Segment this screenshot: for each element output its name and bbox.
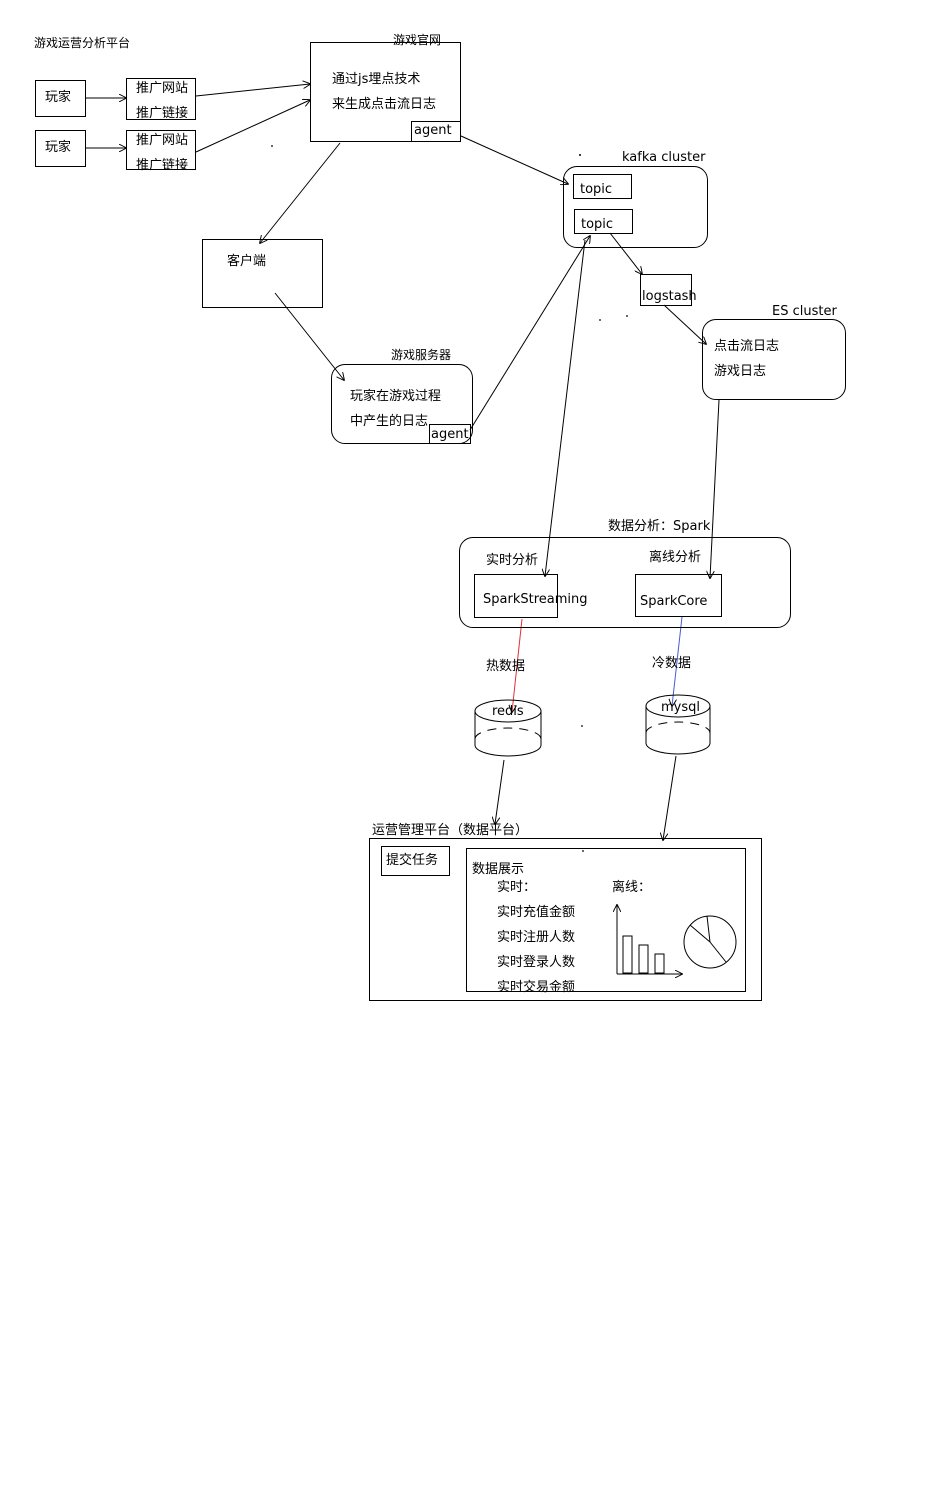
spark-title: 数据分析：Spark <box>608 519 711 534</box>
submit-task-label: 提交任务 <box>386 853 439 868</box>
hot-data-label: 热数据 <box>486 659 526 674</box>
ops-platform-box <box>369 838 762 1001</box>
realtime-heading: 实时： <box>497 880 537 895</box>
player-box-1 <box>35 80 86 117</box>
submit-task-button[interactable]: 提交任务 <box>381 846 450 876</box>
es-line2: 游戏日志 <box>714 364 767 379</box>
promo-link-1: 推广链接 <box>136 106 189 121</box>
ops-title: 运营管理平台（数据平台） <box>372 823 529 838</box>
arrow-promo1-website <box>195 84 310 97</box>
kafka-title: kafka cluster <box>622 150 706 165</box>
offline-heading: 离线： <box>612 880 652 895</box>
game-server-line1: 玩家在游戏过程 <box>350 389 442 404</box>
bar-2 <box>638 944 649 974</box>
server-agent-label: agent <box>431 427 469 442</box>
server-agent-box <box>429 424 471 444</box>
realtime-analysis-label: 实时分析 <box>486 553 539 568</box>
es-cluster-box <box>702 319 846 400</box>
arrow-es-sparkcore <box>710 399 720 578</box>
arrow-kafka-logstash <box>609 232 642 274</box>
kafka-topic-box-2 <box>574 209 633 234</box>
promo-site-2: 推广网站 <box>136 133 189 148</box>
game-server-box <box>331 364 473 444</box>
promo-box-1 <box>126 78 196 120</box>
sparkstreaming-label: SparkStreaming <box>483 592 588 607</box>
kafka-topic-1: topic <box>580 182 613 197</box>
kafka-topic-2: topic <box>581 217 614 232</box>
metric-recharge: 实时充值金额 <box>497 905 576 920</box>
redis-label: redis <box>492 704 524 719</box>
cold-data-label: 冷数据 <box>652 656 692 671</box>
offline-pie-chart-sketch <box>683 915 737 969</box>
page-title: 游戏运营分析平台 <box>34 36 131 50</box>
arrow-website-client <box>260 142 341 243</box>
client-box <box>202 239 323 308</box>
arrow-logstash-es <box>663 304 706 344</box>
mysql-cylinder <box>645 694 711 755</box>
promo-site-1: 推广网站 <box>136 81 189 96</box>
arrow-redis-ops <box>495 759 505 824</box>
website-box <box>310 42 461 142</box>
game-server-line2: 中产生的日志 <box>350 414 429 429</box>
es-title: ES cluster <box>772 304 837 319</box>
sparkcore-box <box>635 574 722 617</box>
arrow-agent-kafka <box>460 135 568 184</box>
offline-bar-chart-sketch <box>617 905 682 974</box>
mysql-label: mysql <box>661 700 700 715</box>
website-line1: 通过js埋点技术 <box>332 72 421 87</box>
spark-box <box>459 537 791 628</box>
es-line1: 点击流日志 <box>714 339 780 354</box>
player-label-1: 玩家 <box>45 90 72 105</box>
arrow-promo2-website <box>195 100 310 153</box>
website-agent-box <box>411 121 461 142</box>
hot-data-line <box>512 618 523 712</box>
logstash-label: logstash <box>642 289 697 304</box>
metric-registrations: 实时注册人数 <box>497 930 576 945</box>
kafka-topic-box-1 <box>573 174 632 199</box>
game-server-title: 游戏服务器 <box>391 348 452 362</box>
logstash-box <box>640 274 692 306</box>
arrow-server-agent-kafka <box>469 236 590 431</box>
sparkstreaming-box <box>474 574 558 618</box>
data-display-panel <box>466 848 746 992</box>
website-agent-label: agent <box>414 123 452 138</box>
bar-1 <box>622 935 633 974</box>
website-title: 游戏官网 <box>393 33 442 47</box>
sparkcore-label: SparkCore <box>640 594 708 609</box>
data-display-title: 数据展示 <box>472 862 525 877</box>
promo-box-2 <box>126 130 196 170</box>
bar-3 <box>654 953 665 974</box>
redis-cylinder <box>474 699 542 757</box>
promo-link-2: 推广链接 <box>136 158 189 173</box>
offline-analysis-label: 离线分析 <box>649 550 702 565</box>
arrow-mysql-ops <box>663 755 677 840</box>
website-line2: 来生成点击流日志 <box>332 97 437 112</box>
client-label: 客户端 <box>227 254 267 269</box>
cold-data-line <box>672 616 683 706</box>
player-box-2 <box>35 130 86 167</box>
player-label-2: 玩家 <box>45 140 72 155</box>
metric-logins: 实时登录人数 <box>497 955 576 970</box>
kafka-cluster-box <box>563 166 708 248</box>
metric-transactions: 实时交易金额 <box>497 980 576 995</box>
arrow-kafka-sparkstreaming <box>545 239 586 576</box>
